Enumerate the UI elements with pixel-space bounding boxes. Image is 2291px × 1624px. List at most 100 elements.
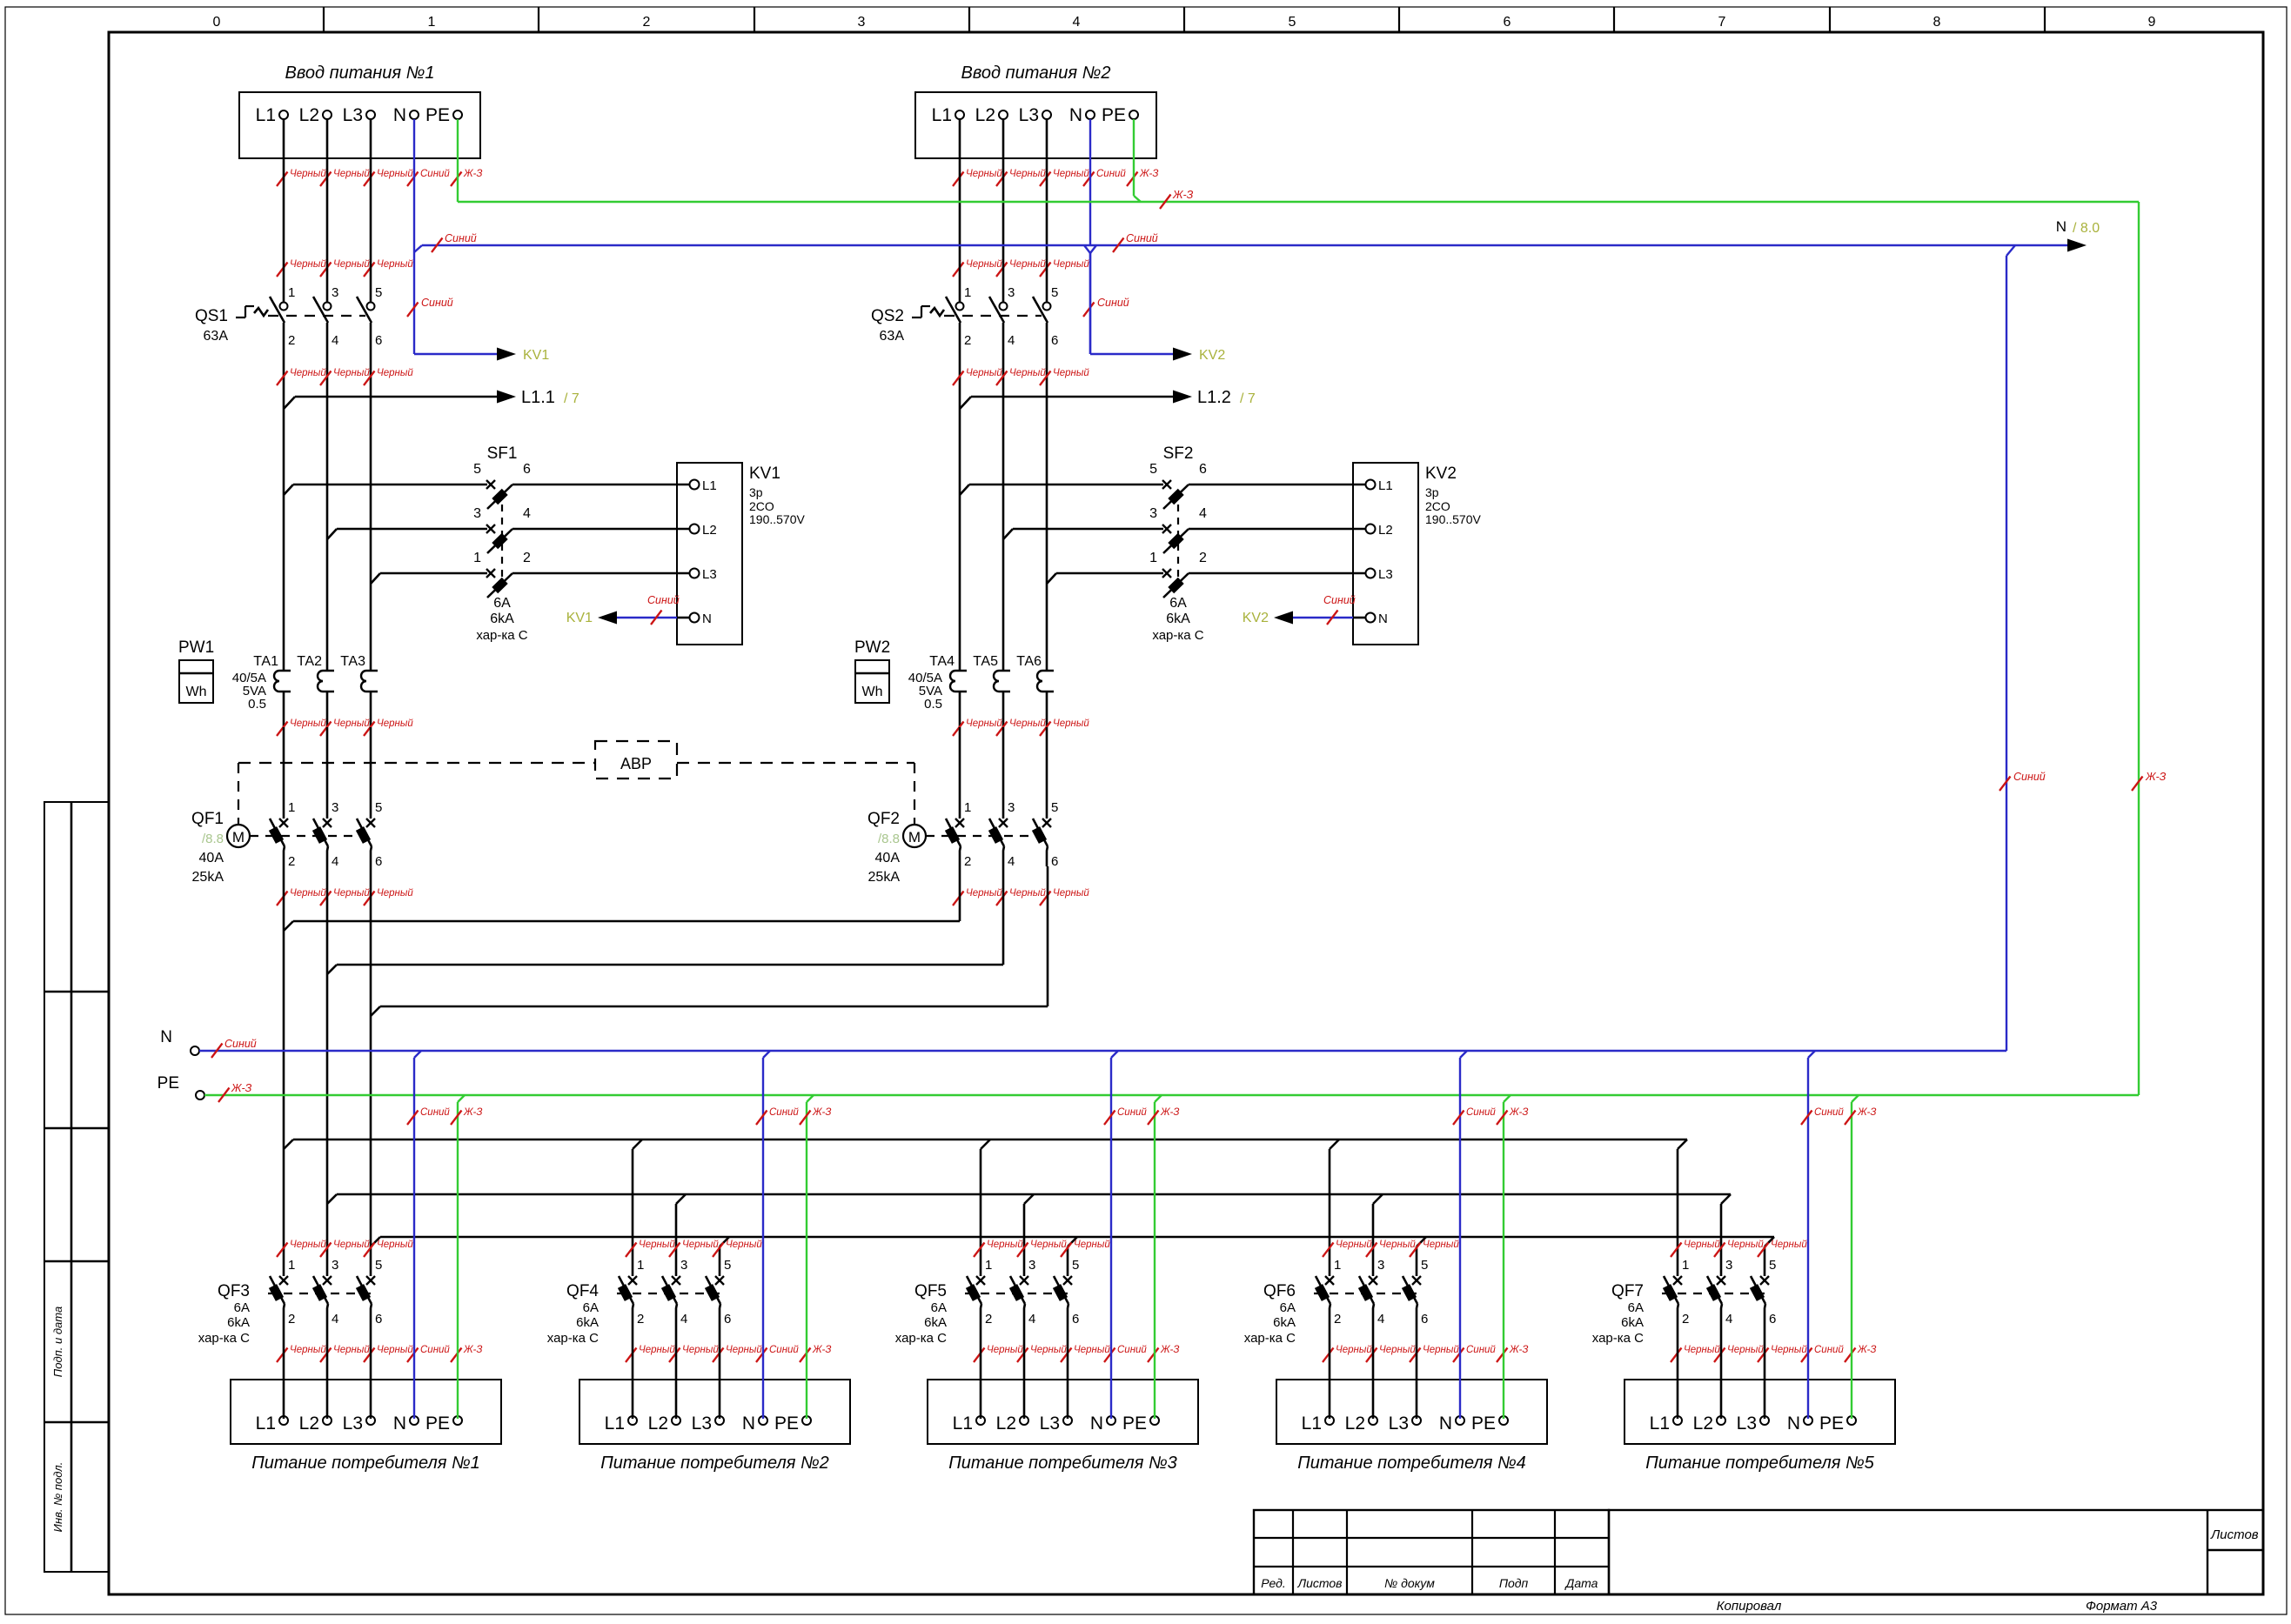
svg-text:Синий: Синий <box>421 297 453 309</box>
svg-text:4: 4 <box>332 333 338 348</box>
svg-text:1: 1 <box>964 800 971 815</box>
svg-text:6kA: 6kA <box>1621 1315 1644 1330</box>
svg-text:PE: PE <box>1122 1413 1147 1434</box>
svg-text:Дата: Дата <box>1564 1576 1598 1590</box>
svg-text:2CO: 2CO <box>749 499 774 513</box>
svg-text:4: 4 <box>1199 506 1207 521</box>
svg-text:QS1: QS1 <box>195 307 228 325</box>
svg-text:1: 1 <box>964 285 971 300</box>
svg-text:Черный: Черный <box>333 1240 370 1250</box>
svg-text:5: 5 <box>375 800 382 815</box>
svg-text:Ж-З: Ж-З <box>2145 771 2167 783</box>
svg-text:Ж-З: Ж-З <box>1857 1107 1876 1118</box>
svg-text:Синий: Синий <box>1814 1107 1844 1118</box>
svg-text:3: 3 <box>332 800 338 815</box>
svg-text:6A: 6A <box>1628 1300 1644 1315</box>
svg-text:6A: 6A <box>493 596 511 611</box>
svg-text:Синий: Синий <box>1323 594 1356 606</box>
svg-text:Ж-З: Ж-З <box>1172 189 1194 201</box>
svg-text:Черный: Черный <box>377 169 413 179</box>
svg-text:N: N <box>1378 612 1388 626</box>
svg-text:QS2: QS2 <box>871 307 904 325</box>
svg-text:5: 5 <box>1289 15 1296 30</box>
svg-text:0.5: 0.5 <box>924 697 942 712</box>
svg-text:L3: L3 <box>1040 1413 1060 1434</box>
svg-text:6: 6 <box>375 333 382 348</box>
svg-text:4: 4 <box>1073 15 1081 30</box>
svg-text:1: 1 <box>1149 551 1157 565</box>
svg-text:N: N <box>1069 105 1082 125</box>
svg-text:0: 0 <box>213 15 221 30</box>
svg-text:Синий: Синий <box>769 1345 799 1355</box>
svg-text:Ж-З: Ж-З <box>1160 1107 1179 1118</box>
svg-text:ТА6: ТА6 <box>1016 654 1042 669</box>
svg-text:63A: 63A <box>204 329 229 344</box>
svg-text:Черный: Черный <box>290 718 326 729</box>
svg-text:190..570V: 190..570V <box>749 512 805 526</box>
svg-text:L3: L3 <box>692 1413 712 1434</box>
svg-text:Черный: Черный <box>333 259 370 270</box>
svg-text:N: N <box>702 612 712 626</box>
svg-text:Инв. № подл.: Инв. № подл. <box>51 1462 64 1533</box>
svg-text:АВР: АВР <box>620 755 652 772</box>
svg-text:Ж-З: Ж-З <box>1160 1345 1179 1355</box>
svg-text:2CO: 2CO <box>1425 499 1450 513</box>
svg-text:1: 1 <box>1334 1258 1341 1273</box>
svg-text:KV1: KV1 <box>523 348 549 363</box>
svg-text:3p: 3p <box>749 485 763 499</box>
svg-text:6: 6 <box>1504 15 1511 30</box>
svg-text:Листов: Листов <box>2210 1527 2259 1542</box>
svg-text:Черный: Черный <box>1009 259 1046 270</box>
svg-text:Черный: Черный <box>377 259 413 270</box>
svg-text:3: 3 <box>1149 506 1157 521</box>
svg-text:M: M <box>908 829 921 845</box>
svg-text:L1.1: L1.1 <box>521 388 555 407</box>
svg-text:Ж-З: Ж-З <box>463 1107 482 1118</box>
svg-text:Копировал: Копировал <box>1717 1599 1782 1614</box>
svg-text:Ж-З: Ж-З <box>812 1107 831 1118</box>
svg-text:QF2: QF2 <box>867 810 900 828</box>
svg-text:3: 3 <box>473 506 481 521</box>
svg-text:Ж-З: Ж-З <box>1509 1107 1528 1118</box>
svg-text:Черный: Черный <box>1336 1240 1372 1250</box>
svg-text:хар-ка С: хар-ка С <box>1592 1331 1644 1346</box>
svg-text:Черный: Черный <box>1053 888 1089 899</box>
svg-text:Черный: Черный <box>1053 259 1089 270</box>
svg-text:ТА4: ТА4 <box>929 654 955 669</box>
svg-text:5: 5 <box>1051 800 1058 815</box>
svg-text:Питание потребителя №2: Питание потребителя №2 <box>600 1454 829 1473</box>
svg-text:3: 3 <box>332 285 338 300</box>
svg-text:Черный: Черный <box>1030 1240 1067 1250</box>
svg-text:L2: L2 <box>975 105 995 125</box>
svg-text:5: 5 <box>375 1258 382 1273</box>
svg-text:L1: L1 <box>605 1413 625 1434</box>
svg-text:5: 5 <box>473 462 481 477</box>
svg-text:Черный: Черный <box>1053 368 1089 378</box>
svg-text:L1: L1 <box>256 105 276 125</box>
svg-text:2: 2 <box>643 15 651 30</box>
svg-text:6: 6 <box>1072 1312 1079 1327</box>
svg-text:4: 4 <box>1725 1312 1732 1327</box>
svg-text:Черный: Черный <box>290 888 326 899</box>
svg-text:Листов: Листов <box>1297 1576 1343 1590</box>
svg-text:6kA: 6kA <box>576 1315 599 1330</box>
svg-text:Синий: Синий <box>769 1107 799 1118</box>
svg-text:Черный: Черный <box>1009 368 1046 378</box>
svg-text:5VA: 5VA <box>243 684 266 698</box>
svg-text:3: 3 <box>680 1258 687 1273</box>
svg-text:Черный: Черный <box>966 718 1002 729</box>
svg-text:KV2: KV2 <box>1199 348 1225 363</box>
svg-text:L3: L3 <box>1737 1413 1757 1434</box>
svg-text:Wh: Wh <box>186 685 207 699</box>
svg-text:L2: L2 <box>996 1413 1016 1434</box>
svg-text:6: 6 <box>1051 854 1058 869</box>
svg-text:3p: 3p <box>1425 485 1439 499</box>
svg-text:Черный: Черный <box>1771 1345 1807 1355</box>
svg-text:6: 6 <box>1421 1312 1428 1327</box>
svg-text:Черный: Черный <box>333 1345 370 1355</box>
svg-text:Черный: Черный <box>333 888 370 899</box>
svg-text:2: 2 <box>288 1312 295 1327</box>
svg-text:Ввод питания №1: Ввод питания №1 <box>285 63 435 83</box>
svg-text:6A: 6A <box>583 1300 599 1315</box>
svg-text:L2: L2 <box>299 105 319 125</box>
